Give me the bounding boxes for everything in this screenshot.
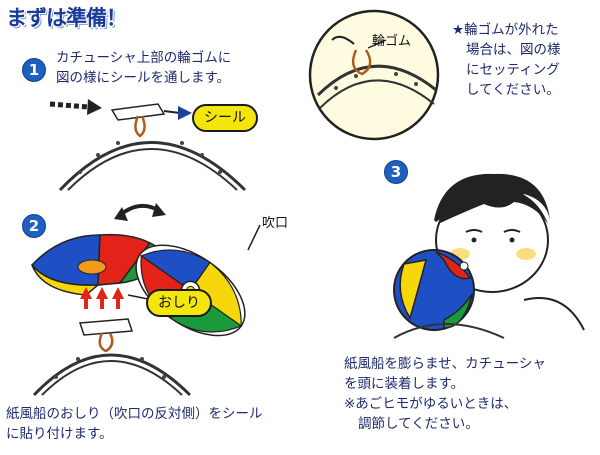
step-3-number: 3 [384, 160, 408, 184]
up-arrows-icon [80, 287, 124, 309]
bottom-label: おしり [146, 289, 212, 317]
step-1-line-1: カチューシャ上部の輪ゴムに [56, 50, 232, 66]
step-1-text: カチューシャ上部の輪ゴムに 図の様にシールを通します。 [56, 48, 231, 88]
step-2-number: 2 [22, 214, 46, 238]
step-3-line-3: ※あごヒモがゆるいときは、 [344, 396, 518, 412]
rubber-band-label: 輪ゴム [372, 34, 412, 49]
rubber-band-detail [308, 9, 440, 141]
note-line-4: してください。 [466, 82, 560, 98]
note-text: ★輪ゴムが外れた 場合は、図の様 にセッティング してください。 [452, 20, 561, 100]
seal-sticker [110, 103, 166, 121]
rubber-band [134, 115, 146, 138]
step-3-text: 紙風船を膨らませ、カチューシャ を頭に装着します。 ※あごヒモがゆるいときは、 … [344, 354, 546, 434]
inflated-balloon [393, 249, 475, 331]
step-3-illustration [393, 173, 585, 339]
rubber-band [98, 332, 114, 353]
step-1-line-2: 図の様にシールを通します。 [56, 70, 231, 86]
step-3-line-2: を頭に装着します。 [344, 376, 465, 392]
boy-figure [434, 173, 585, 331]
note-line-2: 場合は、図の様 [466, 42, 561, 58]
step-3-line-4: 調節してください。 [358, 416, 479, 432]
note-line-3: にセッティング [466, 62, 560, 78]
headband [58, 141, 247, 192]
step-2-line-1: 紙風船のおしり（吹口の反対側）をシール [6, 406, 263, 422]
arrow-right-icon [49, 99, 102, 115]
step-2-text: 紙風船のおしり（吹口の反対側）をシール に貼り付けます。 [6, 404, 263, 444]
step-2-line-2: に貼り付けます。 [6, 426, 113, 442]
page-title: まずは準備！ [6, 6, 127, 30]
seal-label: シール [192, 104, 258, 132]
step-1-illustration [49, 99, 247, 192]
mouth-label: 吹口 [262, 216, 289, 231]
note-line-1: ★輪ゴムが外れた [452, 22, 559, 38]
headband [32, 353, 192, 397]
step-3-line-1: 紙風船を膨らませ、カチューシャ [344, 356, 546, 372]
seal-sticker [78, 318, 134, 336]
step-1-number: 1 [22, 58, 46, 82]
curved-arrows-icon [114, 203, 166, 221]
